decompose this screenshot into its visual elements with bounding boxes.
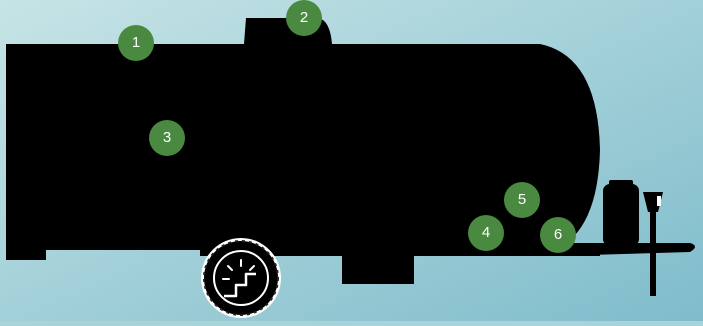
marker-label: 5 <box>518 191 526 208</box>
marker-label: 2 <box>300 9 308 26</box>
diagram-marker-3[interactable]: 3 <box>149 120 185 156</box>
marker-label: 1 <box>132 34 140 51</box>
diagram-marker-5[interactable]: 5 <box>504 182 540 218</box>
trailer-body <box>6 44 600 250</box>
trailer-skirt <box>6 240 46 260</box>
tire-with-steps-icon <box>201 238 281 318</box>
diagram-marker-1[interactable]: 1 <box>118 25 154 61</box>
diagram-marker-6[interactable]: 6 <box>540 217 576 253</box>
marker-label: 3 <box>163 129 171 146</box>
propane-tank-icon <box>603 180 639 246</box>
diagram-marker-4[interactable]: 4 <box>468 215 504 251</box>
marker-label: 6 <box>554 226 562 243</box>
diagram-marker-2[interactable]: 2 <box>286 0 322 36</box>
marker-label: 4 <box>482 224 490 241</box>
